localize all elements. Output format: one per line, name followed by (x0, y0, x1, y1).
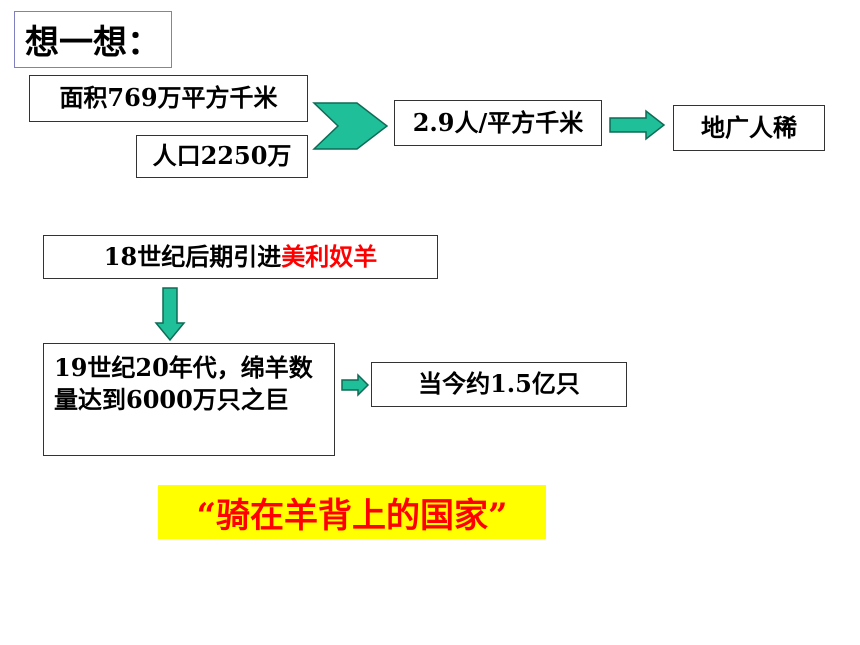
area-label: 面积769万平方千米 (59, 83, 278, 113)
merge-chevron-arrow (312, 102, 389, 150)
population-label: 人口2250万 (152, 141, 292, 171)
population-box: 人口2250万 (136, 135, 308, 178)
conclusion-label: 地广人稀 (701, 112, 797, 142)
sheep-1820s-box: 19世纪20年代，绵羊数量达到6000万只之巨 (43, 343, 335, 456)
right-arrow-density-to-conclusion (609, 109, 666, 141)
page-title: 想一想： (14, 11, 172, 68)
sheep-intro-highlight: 美利奴羊 (281, 241, 378, 271)
sheep-now-box: 当今约1.5亿只 (371, 362, 627, 407)
area-box: 面积769万平方千米 (29, 75, 308, 122)
density-box: 2.9人/平方千米 (394, 100, 602, 146)
down-arrow-intro-to-1820s (154, 287, 186, 342)
nickname-banner: “骑在羊背上的国家” (158, 485, 546, 539)
sheep-now-label: 当今约1.5亿只 (418, 369, 580, 399)
sheep-1820s-label: 19世纪20年代，绵羊数量达到6000万只之巨 (54, 353, 313, 415)
conclusion-box: 地广人稀 (673, 105, 825, 151)
sheep-intro-prefix: 18世纪后期引进 (103, 241, 282, 271)
density-label: 2.9人/平方千米 (412, 107, 584, 137)
sheep-intro-box: 18世纪后期引进美利奴羊 (43, 235, 438, 279)
right-arrow-1820s-to-now (341, 373, 370, 397)
